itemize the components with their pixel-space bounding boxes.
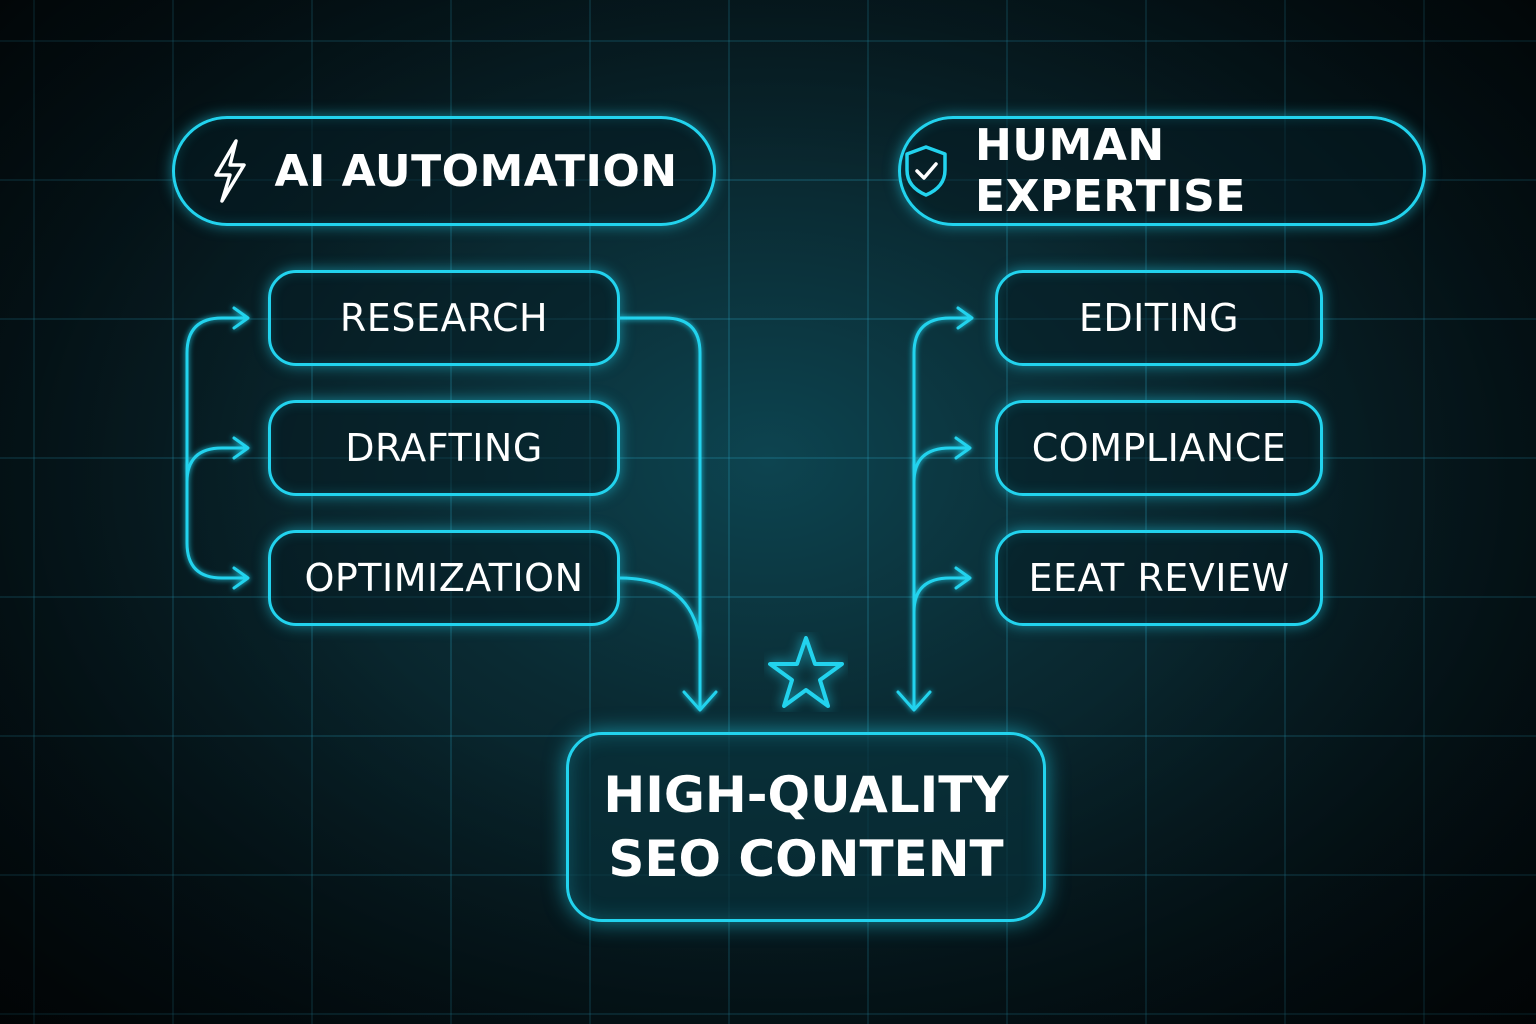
right-bracket-line bbox=[912, 316, 972, 710]
left-bracket-branch-drafting bbox=[185, 446, 248, 484]
right-arrowhead-editing bbox=[956, 306, 974, 330]
star-icon bbox=[768, 636, 844, 708]
left-result-arrowhead bbox=[682, 690, 718, 712]
left-arrowhead-research bbox=[232, 306, 250, 330]
step-research-label: RESEARCH bbox=[339, 296, 549, 340]
step-optimization: OPTIMIZATION bbox=[268, 530, 620, 626]
result-box: HIGH-QUALITY SEO CONTENT bbox=[566, 732, 1046, 922]
ai-automation-title: AI AUTOMATION bbox=[274, 145, 678, 197]
step-optimization-label: OPTIMIZATION bbox=[304, 556, 584, 600]
step-compliance-label: COMPLIANCE bbox=[1031, 426, 1287, 470]
right-bracket-branch-compliance bbox=[912, 446, 970, 484]
right-arrowhead-eeat bbox=[954, 566, 972, 590]
step-compliance: COMPLIANCE bbox=[995, 400, 1323, 496]
step-eeat-review-label: EEAT REVIEW bbox=[1028, 556, 1290, 600]
step-editing: EDITING bbox=[995, 270, 1323, 366]
left-arrowhead-drafting bbox=[232, 436, 250, 460]
step-drafting-label: DRAFTING bbox=[345, 426, 543, 470]
ai-automation-header: AI AUTOMATION bbox=[172, 116, 716, 226]
right-result-arrowhead bbox=[896, 690, 932, 712]
shield-check-icon bbox=[901, 143, 951, 199]
optimization-to-result-line bbox=[618, 576, 702, 642]
step-drafting: DRAFTING bbox=[268, 400, 620, 496]
research-to-result-line bbox=[618, 316, 702, 710]
right-arrowhead-compliance bbox=[954, 436, 972, 460]
lightning-bolt-icon bbox=[210, 137, 250, 205]
left-bracket-line bbox=[185, 316, 248, 580]
right-bracket-branch-eeat bbox=[912, 576, 970, 614]
step-editing-label: EDITING bbox=[1078, 296, 1240, 340]
result-line-1: HIGH-QUALITY bbox=[603, 766, 1009, 824]
step-eeat-review: EEAT REVIEW bbox=[995, 530, 1323, 626]
human-expertise-header: HUMAN EXPERTISE bbox=[898, 116, 1426, 226]
step-research: RESEARCH bbox=[268, 270, 620, 366]
result-line-2: SEO CONTENT bbox=[608, 830, 1004, 888]
human-expertise-title: HUMAN EXPERTISE bbox=[975, 120, 1246, 222]
left-arrowhead-optimization bbox=[232, 566, 250, 590]
